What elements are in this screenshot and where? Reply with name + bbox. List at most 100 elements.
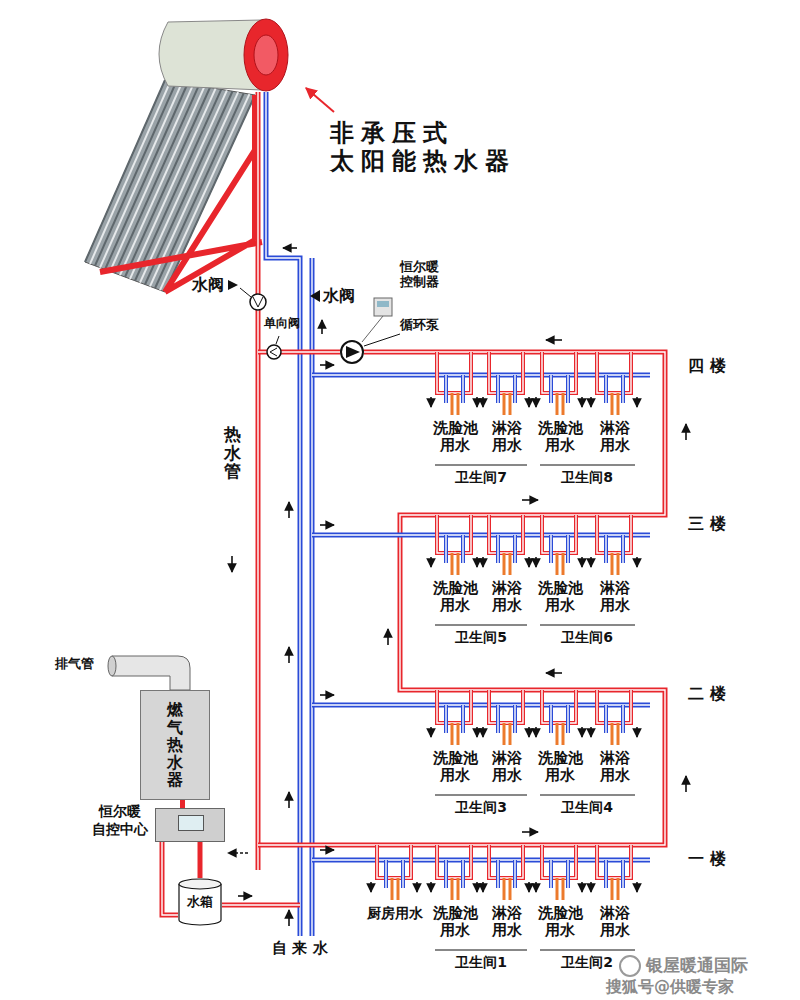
outlet-stub [503, 393, 506, 415]
pipe-core [605, 860, 606, 888]
outlet-stub [562, 878, 565, 900]
control-wire [362, 316, 383, 342]
pipe [496, 375, 500, 403]
label: 洗脸池 用水 [538, 750, 583, 785]
outlet-stub [503, 723, 506, 745]
flow-arrow [228, 852, 248, 854]
pipe-core [597, 352, 631, 393]
label: 卫生间1 [455, 954, 507, 970]
bracket-line [435, 950, 527, 951]
check-mark [270, 348, 277, 356]
pipe-core [622, 375, 623, 403]
outlet-stub [457, 878, 460, 900]
flow-arrow [590, 557, 592, 567]
label: 淋浴 用水 [600, 420, 630, 455]
tank-body [179, 884, 221, 925]
pipe-core [567, 535, 568, 563]
pipe-core [462, 705, 463, 733]
bracket-line [435, 465, 527, 466]
pipe [604, 375, 608, 403]
pipe-core [605, 535, 606, 563]
pipe [437, 515, 471, 553]
pipe [461, 705, 465, 733]
flow-arrow [476, 882, 478, 892]
pipe [604, 705, 608, 733]
flow-arrow [430, 557, 432, 567]
bracket-line [435, 795, 527, 796]
bracket-line [540, 465, 635, 466]
label: 淋浴 用水 [600, 580, 630, 615]
pipe-core [437, 352, 471, 393]
flow-arrow [535, 397, 537, 407]
pipe-core [445, 375, 446, 403]
pipe [597, 515, 631, 553]
pipe [437, 690, 471, 723]
pipe-core [605, 705, 606, 733]
bracket-line [540, 625, 635, 626]
vacuum-tube [165, 95, 255, 292]
pipe-core [514, 375, 515, 403]
label: 洗脸池 用水 [538, 420, 583, 455]
pipe-core [567, 860, 568, 888]
pipe [312, 858, 650, 863]
outlet-stub [509, 878, 512, 900]
flow-arrow [283, 247, 297, 249]
pipe-core [312, 374, 650, 375]
pipe-core [437, 515, 471, 553]
pipe-core [550, 860, 551, 888]
tank-box: 水箱 [178, 878, 222, 926]
label: 热水管 [224, 425, 241, 481]
flow-arrow [288, 792, 290, 808]
flow-arrow [288, 910, 290, 926]
flow-arrow [590, 727, 592, 737]
label: 淋浴 用水 [492, 750, 522, 785]
pipe [542, 845, 576, 878]
label: 二 楼 [688, 685, 726, 703]
pipe-core [497, 705, 498, 733]
pipe-core [497, 375, 498, 403]
pipe-core [312, 859, 650, 860]
outlet-stub [611, 723, 614, 745]
pipe [549, 860, 553, 888]
valve-pointer [228, 280, 238, 290]
flow-arrow [370, 882, 372, 892]
outlet-stub [451, 723, 454, 745]
label: 水阀 [192, 276, 224, 294]
label: 卫生间7 [455, 469, 507, 485]
flow-arrow [320, 364, 334, 366]
outlet-stub [451, 393, 454, 415]
label: 卫生间6 [561, 629, 613, 645]
label: 洗脸池 用水 [433, 750, 478, 785]
pipe-core [489, 690, 523, 723]
controller-screen [178, 815, 204, 831]
pipe [444, 535, 448, 563]
pipe-core [222, 904, 300, 905]
outlet-stub [509, 723, 512, 745]
pipe-connector [180, 800, 185, 808]
pipe [162, 842, 178, 915]
outlet-stub [509, 393, 512, 415]
flow-arrow [581, 727, 583, 737]
flow-arrow [535, 727, 537, 737]
pipe-core [462, 535, 463, 563]
pipe [256, 92, 261, 870]
pipe-core [514, 535, 515, 563]
controller-unit [374, 298, 392, 316]
leader-line [240, 288, 251, 297]
outlet-stub [556, 553, 559, 575]
pipe [597, 352, 631, 393]
outlet-stub [556, 393, 559, 415]
label: 洗脸池 用水 [433, 905, 478, 940]
pipe-core [462, 860, 463, 888]
label: 单向阀 [264, 317, 300, 331]
outlet-stub [457, 393, 460, 415]
outlet-stub [611, 553, 614, 575]
check-valve [267, 345, 281, 359]
pipe [513, 535, 517, 563]
outlet-stub [397, 878, 400, 900]
pipe [489, 352, 523, 393]
label: 一 楼 [688, 850, 726, 868]
pipe-core [437, 845, 471, 878]
label: 排气管 [55, 657, 94, 672]
